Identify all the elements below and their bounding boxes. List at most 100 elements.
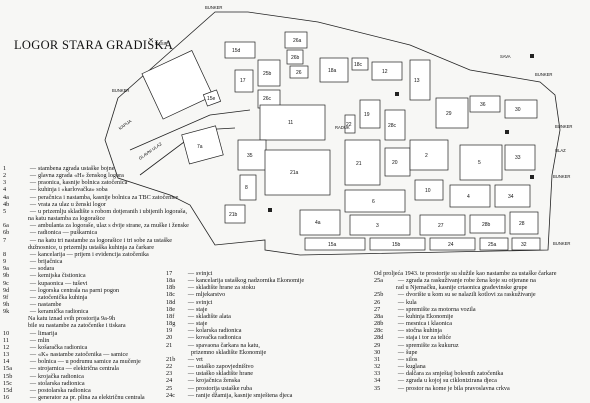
raduk-label: RADUK	[335, 125, 350, 130]
building-6	[344, 189, 406, 213]
legend-entry: 18g—staje	[166, 320, 304, 327]
building-label: 20	[392, 160, 398, 166]
legend-dash: —	[187, 284, 195, 292]
legend-entry: 13—«K» nastambe zatočenika — samice	[3, 351, 189, 358]
legend-text: generator za pr. plina za električnu cen…	[38, 394, 145, 401]
legend-text: na katu tri nastambe za logorašice i tri…	[38, 236, 173, 244]
legend-key: 9a	[3, 265, 9, 273]
legend-key: 16	[3, 394, 10, 401]
legend-key: 3	[3, 179, 7, 187]
legend-text: kuglana	[406, 363, 426, 371]
legend-text: peračnica i nastamba, kasnije bolnica za…	[38, 193, 179, 201]
legend-dash: —	[397, 312, 405, 320]
legend-key: 9	[3, 258, 7, 266]
legend-text: logorska centrala na parni pogon	[38, 286, 120, 294]
building-21	[344, 139, 381, 186]
legend-dash: —	[187, 391, 195, 399]
legend-key: 24c	[166, 391, 175, 399]
legend-entry: 12—košaračka radionica	[3, 344, 189, 351]
legend-key: 9k	[3, 308, 10, 316]
building-15b	[369, 237, 426, 251]
building-28	[509, 211, 539, 235]
legend-text: stambena zgrada ustaške bojne	[38, 165, 115, 172]
legend-entry: bile su nastambe za zatočenike i tiskara	[3, 322, 189, 329]
legend-dash: —	[187, 305, 195, 313]
legend-key: 9f	[3, 293, 9, 301]
legend-dash: —	[29, 286, 37, 294]
legend-entry: 30—šupe	[374, 349, 584, 356]
legend-text: vrata za ulaz u ženski logor	[38, 200, 106, 208]
tower-mark	[395, 92, 399, 96]
legend-key: 18b	[166, 284, 176, 292]
legend-text: ustaško skladište hrane	[196, 370, 254, 378]
building-label: 30	[515, 107, 521, 113]
building-label: 27	[438, 223, 444, 229]
bunker-label: BUNKER	[112, 88, 129, 93]
legend-dash: —	[187, 341, 195, 349]
tower-mark	[268, 208, 272, 212]
legend-entry: 4b—vrata za ulaz u ženski logor	[3, 201, 189, 208]
legend-entry: 2—glavna zgrada «H» ženskog logora	[3, 172, 189, 179]
legend-dash: —	[29, 172, 37, 180]
map-title: LOGOR STARA GRADIŠKA	[14, 38, 174, 52]
legend-entry: 28c—stočna kuhinja	[374, 327, 584, 334]
legend-entry: 18a—kancelarija ustaškog nadzornika Ekon…	[166, 277, 304, 284]
legend-dash: —	[29, 329, 37, 337]
legend-text: stočna kuhinja	[406, 327, 442, 335]
legend-dash: —	[397, 377, 405, 385]
legend-key: 18f	[166, 312, 175, 320]
legend-key: 10	[3, 329, 10, 337]
building-15a	[304, 237, 366, 251]
legend-entry: 24—krojačnica ženska	[166, 377, 304, 384]
legend-key: 15b	[3, 372, 13, 380]
building-4a	[299, 209, 341, 236]
legend-entry: dužnosnice, u prizemlju ustaška kuhinja …	[3, 244, 189, 251]
legend-entry: 29—spremište za kukuruz	[374, 342, 584, 349]
legend-key: 9h	[3, 300, 10, 308]
legend-text: šupe	[406, 348, 418, 356]
legend-text: zgrada u kojoj su ciklonizirana djeca	[406, 377, 497, 385]
legend-text: bolnica — u podrumu samice za mučenje	[38, 358, 141, 366]
legend-key: 23	[166, 370, 173, 378]
building-label: 17	[240, 78, 246, 84]
legend-entry: 15c—stolarska radionica	[3, 380, 189, 387]
bunker-label: BUNKER	[535, 72, 552, 77]
legend-dash: —	[29, 236, 37, 244]
legend-dash: —	[29, 386, 37, 394]
legend-entry: 9b—kemijska čistionica	[3, 272, 189, 279]
building-label: 5	[478, 160, 481, 166]
legend-text: prizemno skladište Ekonomije	[191, 348, 267, 356]
building-12	[371, 61, 403, 81]
legend-key: 35	[374, 384, 381, 392]
legend-key: 6b	[3, 229, 10, 237]
building-label: 25b	[263, 71, 272, 77]
legend-entry: Od proljeća 1943. te prostorije su služi…	[374, 270, 584, 277]
legend-entry: 9d—logorska centrala na parni pogon	[3, 287, 189, 294]
legend-text: vrt	[196, 355, 203, 363]
legend-note: Od proljeća 1943. te prostorije su služi…	[374, 270, 557, 277]
building-label: 26	[296, 70, 302, 76]
legend-entry: 18d—svinjci	[166, 299, 304, 306]
building-label: 4a	[315, 220, 321, 226]
legend-text: ambulanta za logoraše, ulaz s dvije stra…	[38, 222, 189, 230]
legend-dash: —	[29, 207, 37, 215]
building-label: 18a	[328, 68, 337, 74]
legend-dash: —	[397, 305, 405, 313]
legend-entry: 25—prostorija ustaške ruba	[166, 385, 304, 392]
legend-key: 15c	[3, 379, 12, 387]
legend-text: keramička radionica	[38, 308, 89, 316]
building-label: 28c	[388, 123, 397, 129]
legend-text: kemijska čistionica	[38, 272, 86, 280]
legend-dash: —	[29, 351, 37, 359]
legend-entry: 25b—dvorište u kom su se nalazili kotlov…	[374, 291, 584, 298]
legend-entry: 4—kuhinja i «karlovačka» soba	[3, 186, 189, 193]
legend-key: 18d	[166, 298, 176, 306]
legend-text: kuhinja Ekonomije	[406, 312, 454, 320]
building-label: 28	[519, 221, 525, 227]
legend-text: brijačnica	[38, 258, 63, 266]
legend-entry: 25a—zgrada za raskuživanje robe žena koj…	[374, 277, 584, 284]
legend-text: radionica — puškarnica	[38, 229, 98, 237]
legend-entry: 34—zgrada u kojoj su ciklonizirana djeca	[374, 377, 584, 384]
legend-key: 21b	[166, 355, 176, 363]
building-label: 13	[414, 78, 420, 84]
